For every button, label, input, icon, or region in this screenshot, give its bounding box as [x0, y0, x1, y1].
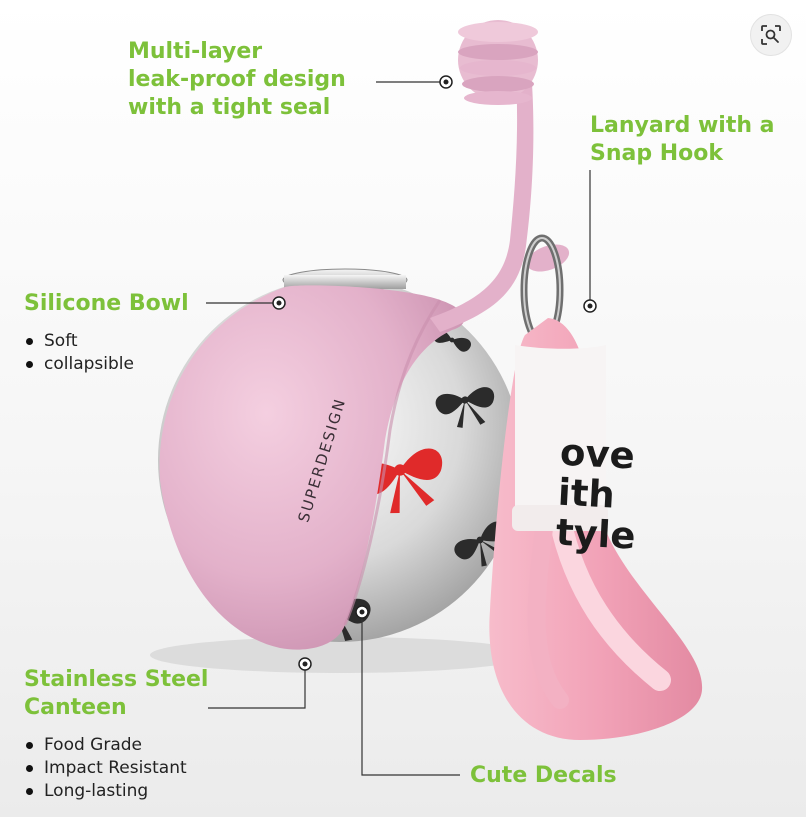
- callout-leak-proof-title: Multi-layer leak-proof design with a tig…: [128, 39, 346, 120]
- seal-plug: [458, 20, 538, 105]
- lid-strap: [430, 58, 534, 332]
- silicone-bowl: [159, 285, 465, 650]
- bullet-item: Soft: [24, 330, 134, 353]
- callout-decals-title: Cute Decals: [470, 763, 617, 788]
- callout-bowl-bullets: Soft collapsible: [24, 330, 134, 376]
- bullet-item: Impact Resistant: [24, 757, 187, 780]
- strap-label: [515, 345, 606, 518]
- callout-canteen-title: Stainless Steel Canteen: [24, 667, 209, 720]
- bow-decal: [435, 387, 495, 428]
- visual-search-button[interactable]: [750, 14, 792, 56]
- strap-print-text: ove ith tyle: [554, 432, 637, 558]
- leader-decals: [361, 615, 460, 776]
- visual-search-icon: [760, 24, 782, 46]
- bullet-item: Long-lasting: [24, 780, 187, 803]
- bullet-item: Food Grade: [24, 734, 187, 757]
- callout-dots: [272, 75, 597, 671]
- bullet-item: collapsible: [24, 353, 134, 376]
- ground-shadow: [150, 637, 530, 673]
- callout-lanyard-title: Lanyard with a Snap Hook: [590, 113, 775, 166]
- leader-lines: [206, 81, 591, 776]
- label-band: [512, 505, 608, 531]
- leader-canteen: [208, 670, 306, 709]
- callout-bowl-title: Silicone Bowl: [24, 291, 189, 316]
- callout-canteen-bullets: Food Grade Impact Resistant Long-lasting: [24, 734, 187, 803]
